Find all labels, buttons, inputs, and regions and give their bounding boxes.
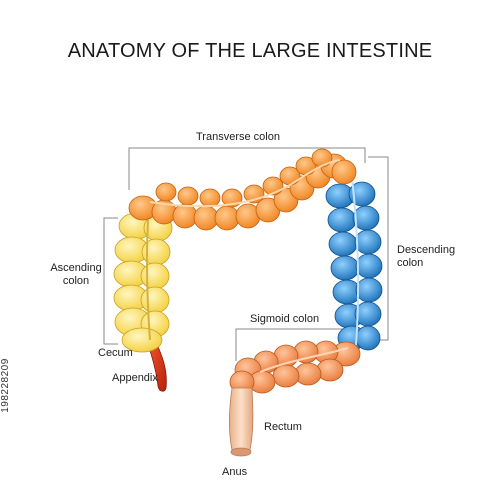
ascending-colon-shape <box>113 212 173 353</box>
label-appendix: Appendix <box>112 372 158 384</box>
label-ascending-line2: colon <box>62 275 90 287</box>
label-cecum: Cecum <box>98 347 133 359</box>
label-sigmoid-colon: Sigmoid colon <box>250 313 320 325</box>
diagram-title: ANATOMY OF THE LARGE INTESTINE <box>67 40 433 62</box>
stock-image-id: 198228209 <box>0 358 11 413</box>
descending-colon-shape <box>325 181 383 351</box>
descending-bracket <box>368 156 389 341</box>
label-transverse-colon: Transverse colon <box>196 131 280 143</box>
transverse-bracket <box>128 147 366 190</box>
label-descending-line2: colon <box>397 257 424 269</box>
label-ascending-colon: Ascending colon <box>48 262 104 288</box>
ascending-bracket <box>103 217 118 345</box>
sigmoid-colon-shape <box>229 340 361 394</box>
sigmoid-teniae <box>259 347 349 373</box>
transverse-teniae <box>149 159 341 208</box>
rectum-shape <box>228 387 254 451</box>
label-anus: Anus <box>222 466 248 478</box>
descending-teniae <box>351 177 360 346</box>
label-descending-colon: Descending colon <box>397 244 455 270</box>
label-ascending-line1: Ascending <box>50 262 102 274</box>
appendix-shape <box>147 339 167 392</box>
anus-shape <box>230 447 252 457</box>
ascending-teniae <box>145 219 151 341</box>
label-rectum: Rectum <box>264 421 302 433</box>
label-descending-line1: Descending <box>397 244 456 256</box>
transverse-colon-shape <box>128 148 357 231</box>
